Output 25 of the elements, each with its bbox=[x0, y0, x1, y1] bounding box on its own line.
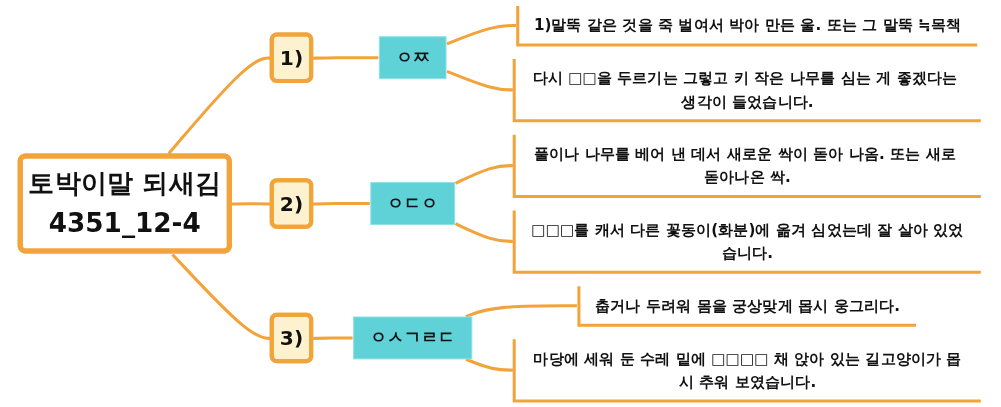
underlined-note: 마당에 세워 둔 수레 밑에 □□□□ 채 앉아 있는 길고양이가 몹시 추워 보였습니다. bbox=[512, 337, 983, 403]
connector-line bbox=[313, 336, 353, 340]
number-box: 1) bbox=[269, 32, 314, 83]
connector-line bbox=[171, 253, 271, 340]
connector-line bbox=[446, 24, 517, 46]
connector-line bbox=[167, 56, 271, 155]
topic-box: 토박이말 되새김 4351_12-4 bbox=[17, 153, 232, 254]
connector-line bbox=[454, 222, 513, 243]
connector-line bbox=[231, 202, 271, 206]
number-box: 2) bbox=[269, 178, 314, 229]
number-box: 3) bbox=[269, 312, 314, 364]
connector-line bbox=[454, 164, 513, 185]
connector-line bbox=[446, 70, 513, 92]
underlined-note: 다시 □□을 두르기는 그렇고 키 작은 나무를 심는 게 좋겠다는 생각이 들었습니다. bbox=[512, 57, 983, 123]
underlined-note: 춥거나 두려워 몸을 궁상맞게 몹시 웅그리다. bbox=[577, 284, 918, 327]
initial-letters-box: ㅇㄷㅇ bbox=[370, 182, 456, 225]
connector-line bbox=[465, 304, 577, 318]
connector-line bbox=[313, 56, 379, 60]
underlined-note: 풀이나 나무를 베어 낸 데서 새로운 싹이 돋아 나옴. 또는 새로 돋아나온 싹. bbox=[512, 133, 983, 198]
initial-letters-box: ㅇㅉ bbox=[378, 36, 447, 80]
connector-line bbox=[313, 202, 370, 206]
connector-line bbox=[465, 357, 513, 372]
initial-letters-box: ㅇㅅㄱㄹㄷ bbox=[353, 316, 473, 360]
underlined-note: 1)말뚝 같은 것을 죽 벌여서 박아 만든 울. 또는 그 말뚝 ≒목책 bbox=[516, 4, 979, 47]
underlined-note: □□□를 캐서 다른 꽃동이(화분)에 옮겨 심었는데 잘 살아 있었습니다. bbox=[512, 209, 983, 274]
